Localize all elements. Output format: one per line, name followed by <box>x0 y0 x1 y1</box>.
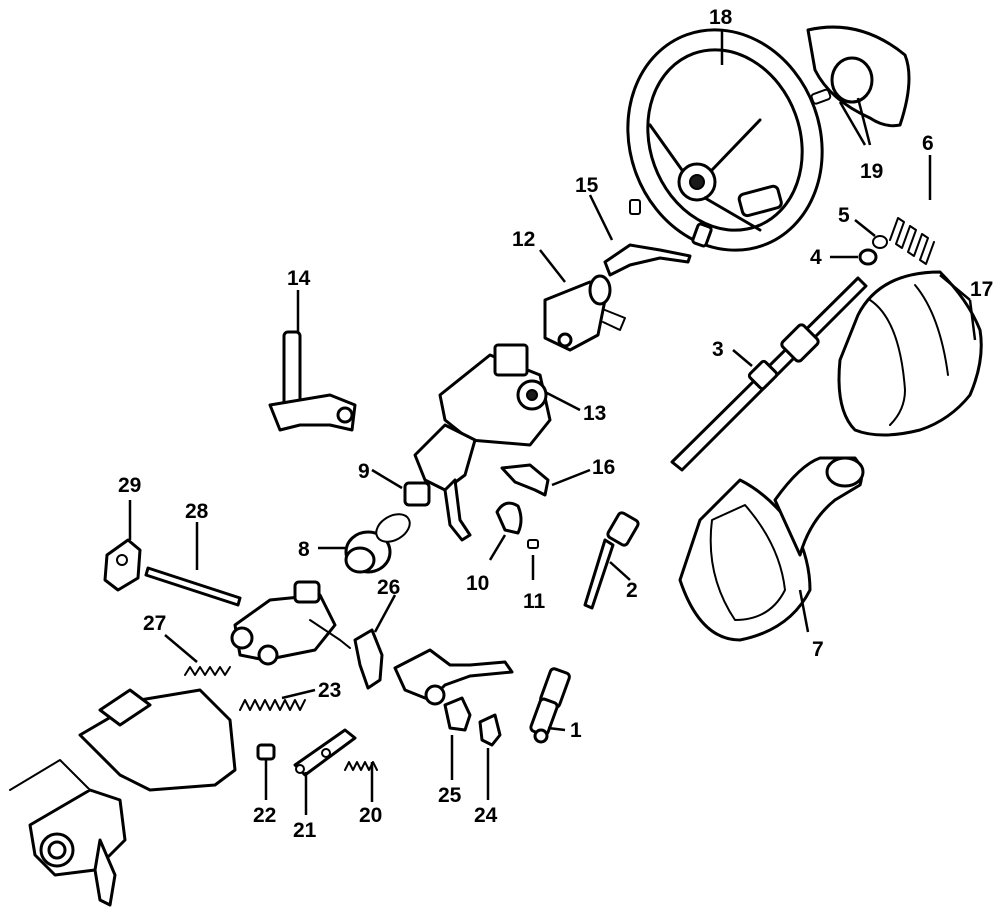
lever-26 <box>353 628 384 690</box>
callout-7: 7 <box>812 638 824 661</box>
callout-3: 3 <box>712 338 724 361</box>
callout-16: 16 <box>592 456 615 479</box>
cam-10 <box>495 501 523 535</box>
lower-column-shroud <box>678 456 865 642</box>
callout-5: 5 <box>838 204 850 227</box>
pin-11 <box>527 539 539 549</box>
callout-27: 27 <box>143 612 166 635</box>
callout-2: 2 <box>626 579 638 602</box>
callout-28: 28 <box>185 500 209 523</box>
spring-23 <box>239 699 306 711</box>
plate-24 <box>478 713 502 747</box>
plate-29 <box>103 538 142 592</box>
callout-6: 6 <box>922 132 934 155</box>
universal-joint <box>529 667 571 744</box>
bolt-22 <box>256 743 276 761</box>
callout-19: 19 <box>860 160 883 183</box>
intermediate-shaft <box>583 511 640 610</box>
release-lever-assembly <box>393 648 514 706</box>
callout-4: 4 <box>810 246 822 269</box>
callout-11: 11 <box>523 590 546 613</box>
callout-labels: 18 19 6 5 4 17 3 7 15 12 14 13 16 9 8 10… <box>118 6 993 842</box>
callout-17: 17 <box>970 278 993 301</box>
pivot-shaft <box>144 566 242 607</box>
tilt-lever-bracket <box>268 330 357 432</box>
spring-6 <box>889 217 935 265</box>
nut-4 <box>858 248 878 266</box>
plate-25 <box>443 696 472 732</box>
ring-5 <box>872 235 888 249</box>
callout-13: 13 <box>583 402 606 425</box>
steering-wheel <box>626 28 824 252</box>
callout-22: 22 <box>253 804 276 827</box>
column-housing-upper <box>413 343 552 542</box>
upper-column-shroud <box>837 270 983 437</box>
lever-21 <box>293 728 357 777</box>
callout-21: 21 <box>293 819 317 842</box>
bearing-9 <box>403 481 431 507</box>
upper-shaft <box>670 276 868 472</box>
callout-24: 24 <box>474 804 498 827</box>
callout-23: 23 <box>318 679 341 702</box>
callout-20: 20 <box>359 804 382 827</box>
callout-29: 29 <box>118 474 141 497</box>
callout-1: 1 <box>570 719 582 742</box>
callout-25: 25 <box>438 784 462 807</box>
bracket-16 <box>500 463 550 497</box>
lock-housing <box>543 274 626 352</box>
callout-14: 14 <box>287 267 311 290</box>
callout-8: 8 <box>298 538 310 561</box>
callout-26: 26 <box>377 576 400 599</box>
callout-9: 9 <box>358 460 370 483</box>
callout-10: 10 <box>466 572 489 595</box>
callout-12: 12 <box>512 228 535 251</box>
tilt-mechanism <box>230 580 351 666</box>
callout-18: 18 <box>709 6 733 29</box>
bearing-8 <box>344 513 411 574</box>
leader-lines <box>128 30 977 815</box>
callout-15: 15 <box>575 174 599 197</box>
turn-signal-switch <box>603 199 713 277</box>
lower-column-housing <box>9 688 237 907</box>
steering-wheel-pad <box>806 25 911 128</box>
spring-27 <box>184 666 231 676</box>
